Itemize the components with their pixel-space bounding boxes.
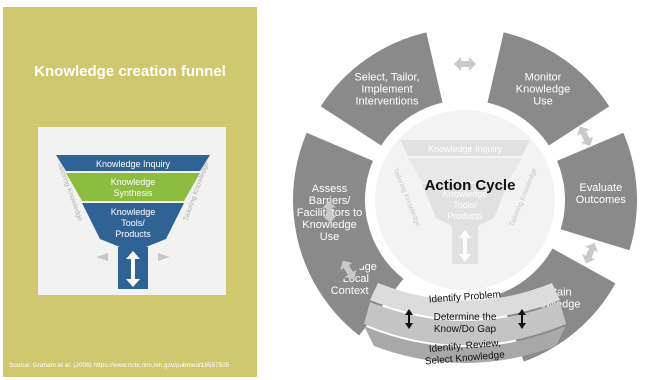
bottom-step-2-line2: Know/Do Gap — [434, 324, 497, 335]
funnel-level-2-line2: Synthesis — [113, 188, 153, 198]
up-down-arrow-icon — [126, 251, 140, 287]
center-funnel-level-3-line2: Tools/ — [453, 200, 477, 210]
cycle-connector-arrow-icon — [582, 243, 599, 264]
funnel-tools-layer — [82, 203, 184, 247]
bottom-step-2-line1: Determine the — [434, 312, 497, 323]
step-assess — [293, 132, 382, 294]
funnel-level-3-line3: Products — [115, 229, 151, 239]
center-funnel-level-1: Knowledge Inquiry — [428, 144, 503, 154]
cycle-connector-arrow-icon — [454, 57, 476, 71]
source-citation: Source: Graham et al. (2006) https://www… — [9, 362, 230, 369]
center-funnel-level-3-line3: Products — [447, 211, 483, 221]
bottom-right-arrow-icon — [518, 309, 526, 329]
cycle-connector-arrow-icon — [340, 260, 357, 280]
bottom-left-arrow-icon — [405, 309, 413, 329]
funnel-level-2-line1: Knowledge — [111, 177, 156, 187]
cycle-connector-arrow-icon — [322, 200, 337, 223]
center-funnel-level-3-line1: Knowledge — [443, 189, 488, 199]
bottom-step-1: Identify Problem — [428, 289, 501, 305]
panel-title: Knowledge creation funnel — [34, 63, 226, 80]
funnel-level-1-label: Knowledge Inquiry — [96, 159, 171, 169]
step-evaluate — [557, 132, 637, 251]
knowledge-funnel-figure: Tailoring Knowledge Tailoring Knowledge — [38, 127, 226, 295]
funnel-level-3-line2: Tools/ — [121, 218, 145, 228]
step-select-tailor — [320, 32, 443, 146]
action-cycle-title: Action Cycle — [425, 177, 516, 194]
step-monitor — [487, 32, 610, 146]
funnel-inquiry-layer — [56, 155, 210, 171]
left-panel: Knowledge creation funnel Tailoring Know… — [3, 7, 257, 377]
side-arrows — [96, 253, 170, 261]
cycle-connector-arrow-icon — [577, 126, 594, 146]
funnel-level-3-line1: Knowledge — [111, 207, 156, 217]
center-funnel: Knowledge Inquiry Knowledge Tools/ Produ… — [391, 140, 539, 264]
funnel-synthesis-layer — [66, 173, 200, 201]
